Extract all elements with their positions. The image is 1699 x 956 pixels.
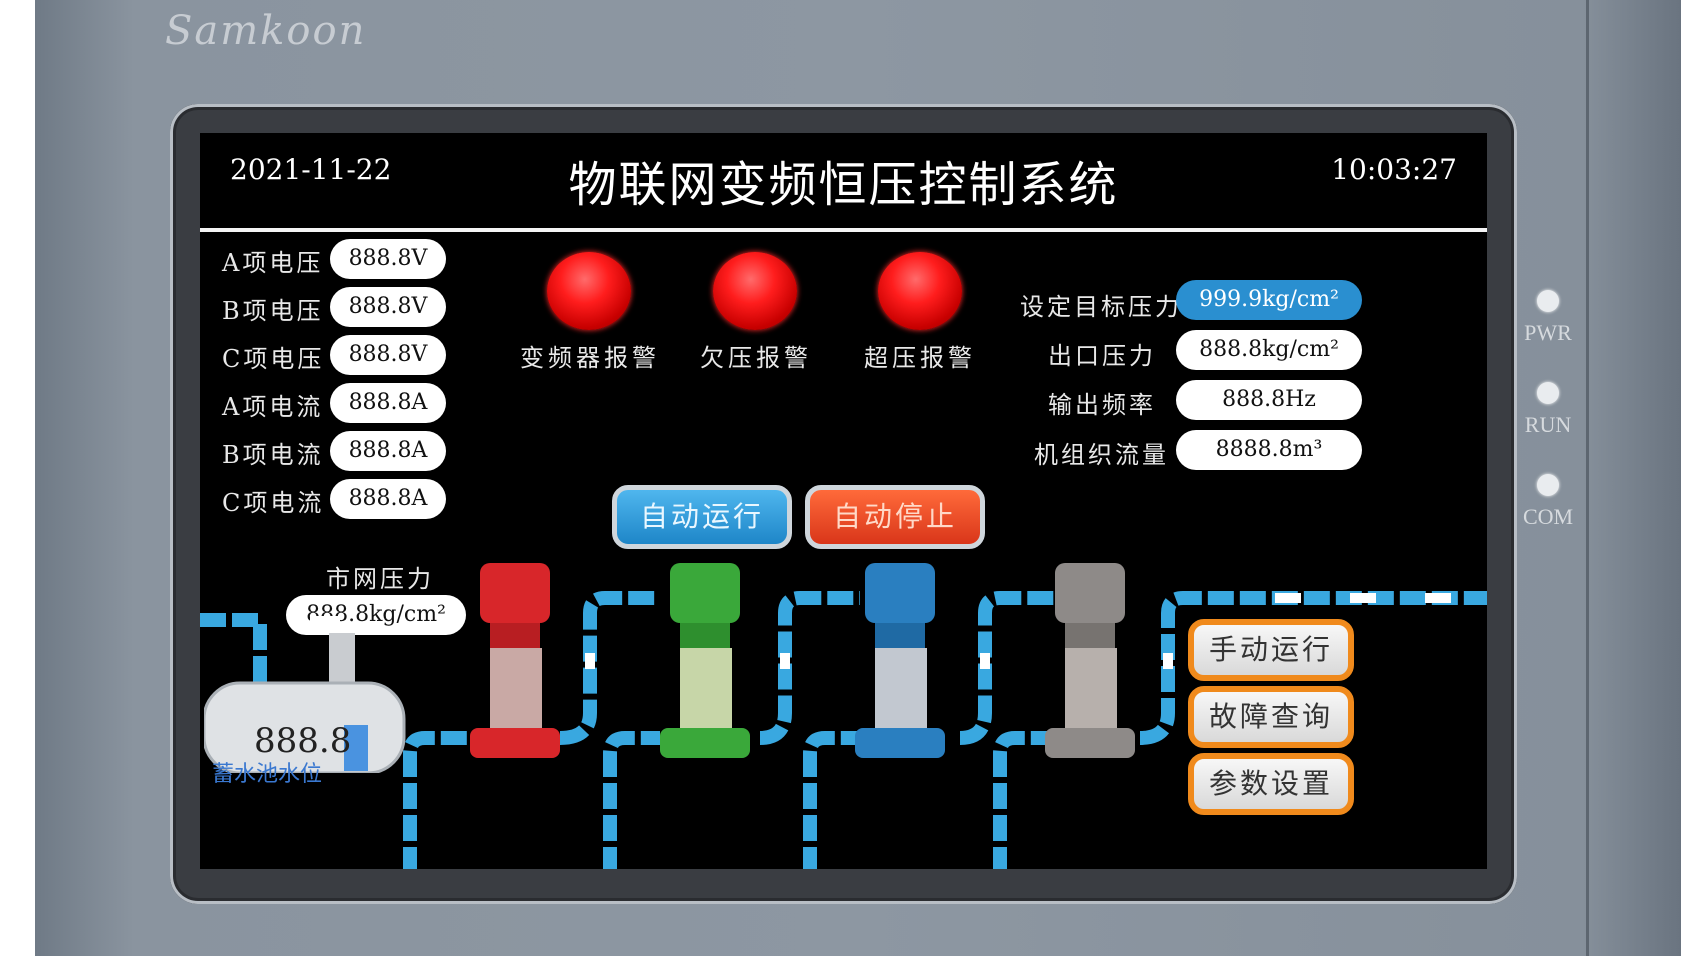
flow-label: 机组织流量 bbox=[1034, 441, 1169, 469]
reading-label-c-current: C项电流 bbox=[222, 489, 325, 517]
date-display: 2021-11-22 bbox=[230, 153, 392, 186]
tank-level-label: 蓄水池水位 bbox=[212, 762, 323, 787]
pump-3-icon bbox=[855, 563, 945, 758]
pump-1-icon bbox=[470, 563, 560, 758]
parameter-settings-button[interactable]: 参数设置 bbox=[1188, 753, 1354, 815]
pwr-indicator: PWR bbox=[1508, 290, 1588, 346]
com-label: COM bbox=[1522, 504, 1574, 529]
auto-stop-button[interactable]: 自动停止 bbox=[805, 485, 985, 549]
inverter-alarm-label: 变频器报警 bbox=[520, 344, 660, 372]
pump-2-icon bbox=[660, 563, 750, 758]
reading-label-b-current: B项电流 bbox=[222, 441, 324, 469]
run-indicator: RUN bbox=[1508, 382, 1588, 438]
overpressure-alarm-icon bbox=[878, 252, 962, 330]
pump-group bbox=[470, 563, 1135, 758]
run-led-icon bbox=[1537, 382, 1559, 404]
page-title: 物联网变频恒压控制系统 bbox=[568, 157, 1119, 213]
pwr-led-icon bbox=[1537, 290, 1559, 312]
undervoltage-alarm-icon bbox=[713, 252, 797, 330]
flow-value: 8888.8m³ bbox=[1176, 430, 1362, 470]
outlet-pressure-label: 出口压力 bbox=[1048, 342, 1156, 370]
outlet-pressure-value: 888.8kg/cm² bbox=[1176, 330, 1362, 370]
output-frequency-label: 输出频率 bbox=[1048, 391, 1156, 419]
reading-value-a-voltage: 888.8V bbox=[330, 239, 446, 279]
brand-logo: Samkoon bbox=[165, 8, 367, 54]
auto-run-button[interactable]: 自动运行 bbox=[612, 485, 792, 549]
undervoltage-alarm-label: 欠压报警 bbox=[700, 344, 812, 372]
com-indicator: COM bbox=[1508, 474, 1588, 530]
target-pressure-label: 设定目标压力 bbox=[1020, 293, 1182, 321]
pipe-network bbox=[200, 591, 1487, 869]
hmi-screen: 2021-11-22 物联网变频恒压控制系统 10:03:27 A项电压 888… bbox=[200, 133, 1487, 869]
pwr-label: PWR bbox=[1524, 320, 1572, 345]
com-led-icon bbox=[1537, 474, 1559, 496]
fault-query-button[interactable]: 故障查询 bbox=[1188, 686, 1354, 748]
output-frequency-value: 888.8Hz bbox=[1176, 380, 1362, 420]
city-pressure-label: 市网压力 bbox=[326, 565, 434, 593]
reading-value-a-current: 888.8A bbox=[330, 383, 446, 423]
pipe-segment bbox=[403, 731, 470, 869]
run-label: RUN bbox=[1524, 412, 1572, 437]
target-pressure-input[interactable]: 999.9kg/cm² bbox=[1176, 280, 1362, 320]
reading-label-a-current: A项电流 bbox=[222, 393, 324, 421]
pump-4-icon bbox=[1045, 563, 1135, 758]
reading-label-a-voltage: A项电压 bbox=[222, 249, 324, 277]
reading-value-b-current: 888.8A bbox=[330, 431, 446, 471]
manual-run-button[interactable]: 手动运行 bbox=[1188, 619, 1354, 681]
time-display: 10:03:27 bbox=[1331, 153, 1457, 186]
overpressure-alarm-label: 超压报警 bbox=[864, 344, 976, 372]
reading-label-b-voltage: B项电压 bbox=[222, 297, 324, 325]
inverter-alarm-icon bbox=[547, 252, 631, 330]
city-pressure-value: 888.8kg/cm² bbox=[286, 595, 466, 635]
header-divider bbox=[200, 228, 1487, 232]
reading-value-b-voltage: 888.8V bbox=[330, 287, 446, 327]
water-tank-icon bbox=[204, 633, 406, 773]
tank-level-value: 888.8 bbox=[254, 721, 352, 761]
reading-label-c-voltage: C项电压 bbox=[222, 345, 325, 373]
reading-value-c-voltage: 888.8V bbox=[330, 335, 446, 375]
reading-value-c-current: 888.8A bbox=[330, 479, 446, 519]
